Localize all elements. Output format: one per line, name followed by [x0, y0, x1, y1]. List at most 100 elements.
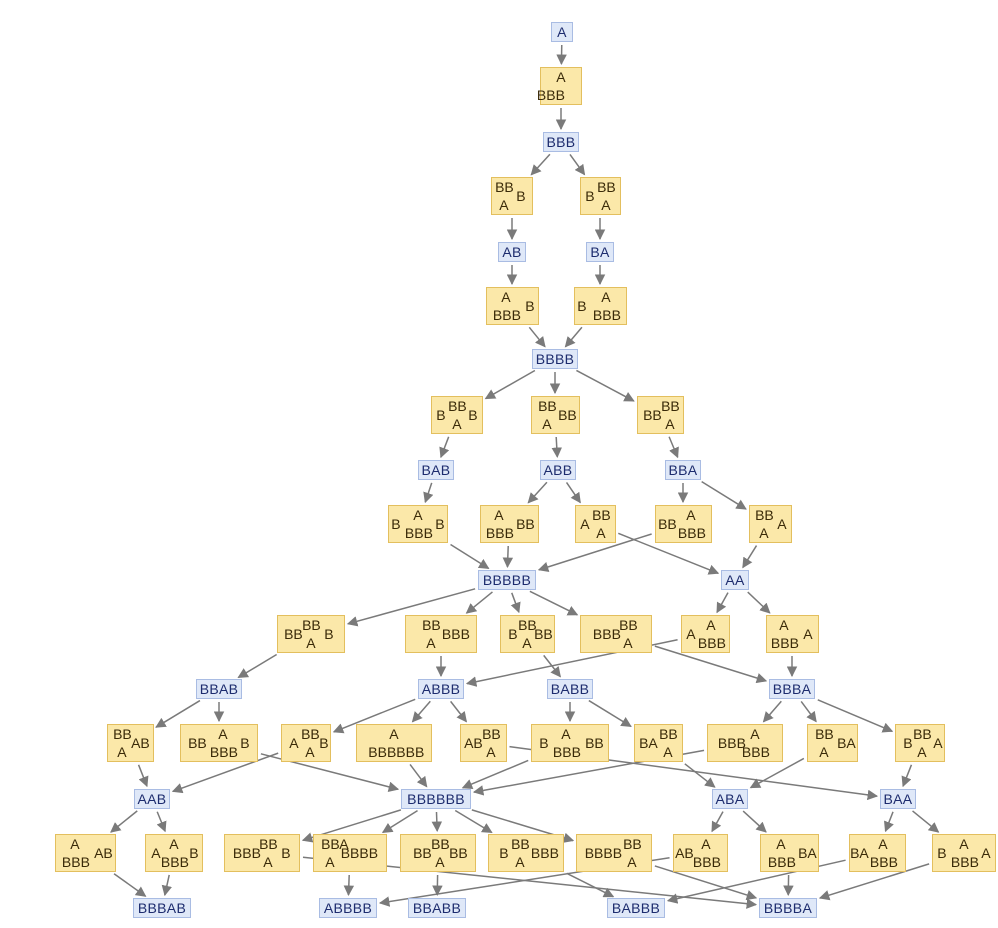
event-glyph: BBB: [209, 743, 238, 760]
event-glyph: B: [436, 406, 446, 423]
event-glyph: A: [917, 743, 927, 760]
state-node-bab: BAB: [418, 460, 454, 480]
state-node-bbbb: BBBB: [532, 349, 578, 369]
event-glyph: BB: [913, 725, 932, 742]
edge-BBBBBB-to-e35: [454, 809, 493, 834]
edge-BBBB-to-e8: [576, 369, 635, 402]
event-glyph: BB: [301, 725, 320, 742]
event-glyph: A: [522, 634, 532, 651]
edge-BBBA-to-e27: [762, 700, 782, 723]
event-glyph: B: [508, 625, 518, 642]
edge-e14-to-BBAB: [237, 653, 278, 679]
event-glyph: BB: [448, 397, 467, 414]
event-glyph: BB: [592, 506, 611, 523]
event-glyph: BB: [113, 725, 132, 742]
event-glyph: BBB: [950, 853, 979, 870]
event-glyph: BBB: [869, 853, 898, 870]
event-glyph: A: [515, 853, 525, 870]
event-glyph: AB: [464, 734, 483, 751]
event-glyph: A: [486, 743, 496, 760]
event-glyph: A: [117, 743, 127, 760]
state-node-aba: ABA: [712, 789, 748, 809]
event-glyph: B: [525, 297, 535, 314]
event-glyph: BBB: [767, 853, 796, 870]
event-glyph: BB: [482, 725, 501, 742]
state-node-ab: AB: [498, 242, 526, 262]
edge-BAB-to-e9: [423, 482, 434, 504]
event-glyph: BBB: [677, 524, 706, 541]
event-glyph: BB: [755, 506, 774, 523]
edge-ABA-to-e38: [742, 810, 767, 833]
event-glyph: B: [240, 734, 250, 751]
event-glyph: BB: [302, 616, 321, 633]
edge-e7-to-ABB: [551, 436, 563, 459]
event-glyph: A: [305, 743, 315, 760]
event-glyph: A: [686, 625, 696, 642]
edge-e35-to-BABBB: [566, 872, 615, 898]
event-glyph: A: [426, 634, 436, 651]
state-node-bbb: BBB: [543, 132, 579, 152]
event-glyph: BB: [585, 734, 604, 751]
edge-e28-to-ABA: [749, 757, 805, 789]
event-glyph: BB: [284, 625, 303, 642]
edge-e4-to-BBBB: [528, 326, 546, 348]
edge-AAB-to-e31: [156, 811, 167, 833]
event-glyph: B: [903, 734, 913, 751]
state-node-baa: BAA: [880, 789, 916, 809]
edge-ABA-to-e37: [711, 811, 724, 833]
event-glyph: BBB: [232, 844, 261, 861]
event-glyph: BB: [623, 835, 642, 852]
event-glyph: A: [339, 835, 349, 852]
event-glyph: BA: [850, 844, 869, 861]
edge-AAB-to-e30: [110, 810, 138, 833]
state-node-bbba: BBBA: [769, 679, 815, 699]
event-glyph: BB: [321, 835, 340, 852]
event-glyph: BB: [511, 835, 530, 852]
event-glyph: A: [70, 835, 80, 852]
edge-ABB-to-e10: [527, 481, 548, 504]
edge-e33-to-ABBBB: [343, 874, 355, 897]
event-glyph: B: [435, 515, 445, 532]
edge-ABBB-to-e24: [450, 700, 468, 723]
edge-BAA-to-e40: [912, 810, 940, 833]
edge-BBBBB-to-e15: [465, 591, 493, 614]
event-glyph: A: [601, 196, 611, 213]
event-glyph: AB: [675, 844, 694, 861]
event-glyph: AB: [131, 734, 150, 751]
edge-BABB-to-e26: [588, 699, 632, 728]
event-glyph: A: [933, 734, 943, 751]
event-glyph: A: [686, 506, 696, 523]
edge-BBBBB-to-e14: [346, 588, 476, 627]
edge-BBBBB-to-e16: [510, 592, 521, 614]
event-glyph: BA: [837, 734, 856, 751]
event-glyph: A: [580, 515, 590, 532]
state-node-babbb: BABBB: [607, 898, 665, 918]
event-glyph: A: [389, 725, 399, 742]
event-glyph: BBB: [741, 743, 770, 760]
event-glyph: BBB: [592, 625, 621, 642]
edge-BBBB-to-e6: [484, 369, 536, 400]
event-glyph: BB: [658, 515, 677, 532]
event-glyph: A: [959, 835, 969, 852]
event-glyph: BB: [449, 844, 468, 861]
event-glyph: BB: [259, 835, 278, 852]
event-glyph: BBBBBB: [368, 743, 425, 760]
event-glyph: A: [981, 844, 991, 861]
state-node-bbbba: BBBBA: [759, 898, 817, 918]
event-glyph: B: [539, 734, 549, 751]
state-node-bbbbb: BBBBB: [478, 570, 536, 590]
